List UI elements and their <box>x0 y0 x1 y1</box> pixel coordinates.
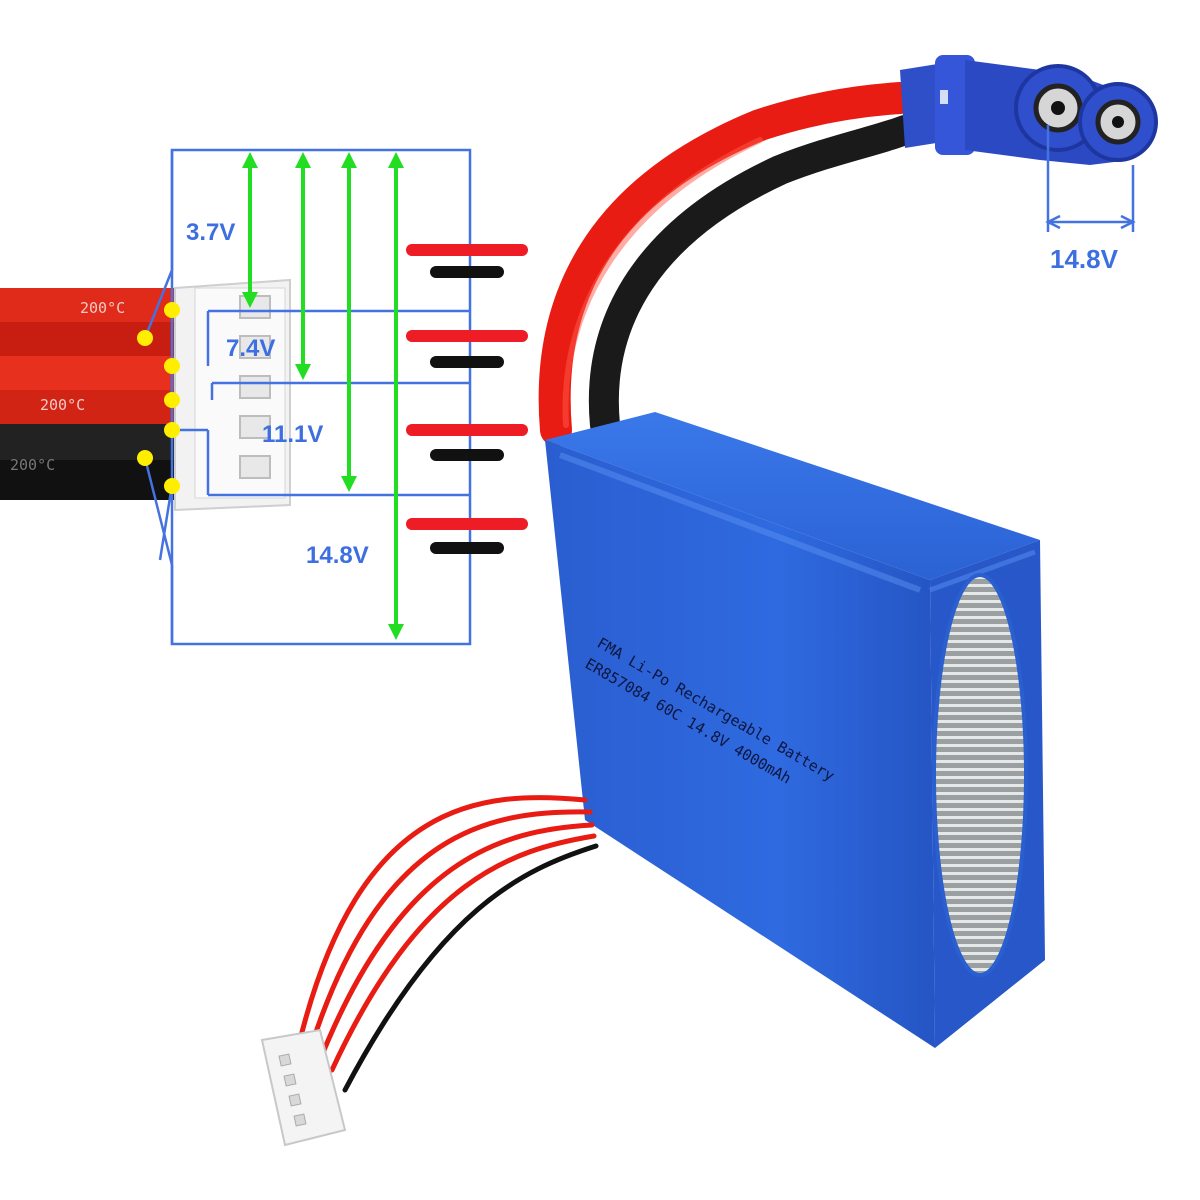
lipo-battery-pack: FMA Li-Po Rechargeable Battery ER857084 … <box>545 412 1045 1048</box>
voltage-arrows <box>242 152 404 640</box>
cell-window <box>932 573 1028 977</box>
cable-print-label: 200°C <box>40 396 85 414</box>
cell-symbols <box>406 244 528 554</box>
solder-point <box>164 478 180 494</box>
solder-point <box>137 450 153 466</box>
output-voltage-marker <box>1045 125 1136 232</box>
bottom-balance-lead <box>297 795 599 1093</box>
solder-point <box>164 422 180 438</box>
voltage-label-14-8v: 14.8V <box>306 542 369 569</box>
cable-print-label: 200°C <box>80 299 125 317</box>
ec5-connector <box>900 55 1158 165</box>
solder-point <box>164 392 180 408</box>
bottom-balance-plug <box>260 1028 347 1147</box>
output-voltage-label: 14.8V <box>1050 244 1119 274</box>
balance-lead-wires: 200°C 200°C 200°C <box>0 288 175 500</box>
solder-point <box>164 302 180 318</box>
cable-print-label: 200°C <box>10 456 55 474</box>
balance-plug <box>174 278 291 512</box>
voltage-label-7-4v: 7.4V <box>226 335 275 362</box>
solder-points <box>137 302 180 494</box>
voltage-label-11-1v: 11.1V <box>262 421 323 448</box>
solder-point <box>164 358 180 374</box>
main-power-leads <box>538 82 920 446</box>
solder-point <box>137 330 153 346</box>
voltage-label-3-7v: 3.7V <box>186 219 235 246</box>
